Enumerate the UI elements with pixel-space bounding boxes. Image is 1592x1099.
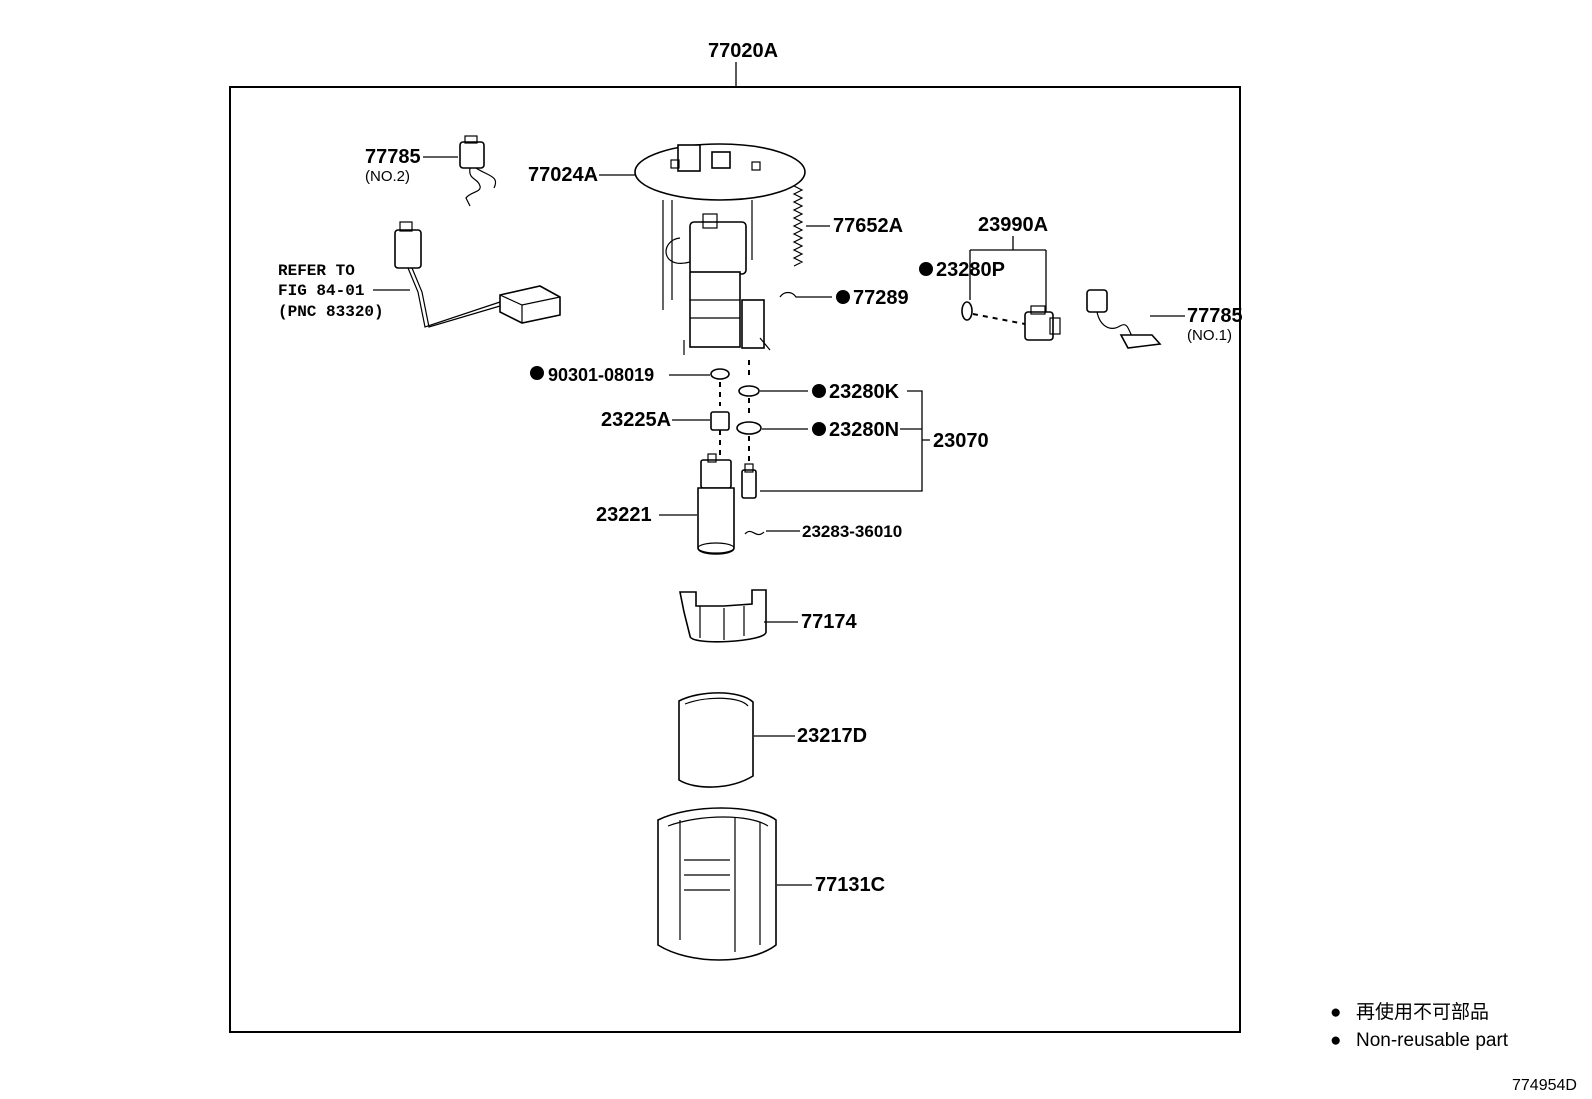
filter-23070-part — [741, 463, 757, 499]
label-77024A: 77024A — [528, 164, 598, 186]
connector-77785-no2-part — [459, 135, 497, 207]
label-77131C: 77131C — [815, 874, 885, 896]
label-23217D: 23217D — [797, 725, 867, 747]
wire-23283-part — [744, 530, 765, 536]
non-reusable-marker-icon — [919, 262, 933, 276]
fuel-pump-23221-part — [697, 453, 735, 555]
non-reusable-marker-icon — [812, 422, 826, 436]
non-reusable-marker-icon — [530, 366, 544, 380]
label-77785-no1: 77785 — [1187, 305, 1243, 327]
non-reusable-marker-icon — [812, 384, 826, 398]
o-ring-90301-part — [710, 368, 730, 380]
bracket-23990A — [969, 236, 1047, 312]
bracket-23070 — [760, 390, 930, 492]
filter-23217D-part — [678, 692, 754, 788]
connector-77785-no1-part — [1086, 289, 1162, 349]
o-ring-23280K-part — [738, 385, 760, 397]
label-23070: 23070 — [933, 430, 989, 452]
label-77785-no2: 77785 — [365, 146, 421, 168]
label-77174: 77174 — [801, 611, 857, 633]
fuel-sender-gauge-part — [394, 221, 561, 328]
label-23280P: 23280P — [936, 259, 1005, 281]
fuel-pump-module-part — [634, 143, 806, 355]
refer-line1: REFER TO — [278, 262, 355, 280]
label-77785-no2-note: (NO.2) — [365, 168, 410, 185]
spring-77652A-part — [792, 185, 804, 267]
bracket-77174-part — [679, 589, 767, 643]
label-23225A: 23225A — [601, 409, 671, 431]
o-ring-23280P-part — [961, 301, 1026, 325]
label-90301: 90301-08019 — [548, 365, 654, 385]
label-23280N: 23280N — [829, 419, 899, 441]
label-23280K: 23280K — [829, 381, 900, 403]
label-77785-no1-note: (NO.1) — [1187, 327, 1232, 344]
legend-text-en: Non-reusable part — [1356, 1030, 1509, 1051]
label-23990A: 23990A — [978, 214, 1048, 236]
cushion-23225A-part — [710, 411, 730, 431]
assembly-label: 77020A — [708, 40, 778, 62]
o-ring-23280N-part — [736, 421, 762, 435]
label-77652A: 77652A — [833, 215, 903, 237]
label-77289: 77289 — [853, 287, 909, 309]
legend-bullet-en: ● — [1330, 1030, 1341, 1051]
non-reusable-marker-icon — [836, 290, 850, 304]
refer-line3: (PNC 83320) — [278, 303, 384, 321]
legend-text-ja: 再使用不可部品 — [1356, 1001, 1489, 1023]
refer-line2: FIG 84-01 — [278, 282, 364, 300]
figure-id: 774954D — [1512, 1077, 1577, 1094]
legend-bullet-ja: ● — [1330, 1002, 1341, 1023]
label-23283: 23283-36010 — [802, 522, 902, 541]
pressure-regulator-23990A-part — [1024, 305, 1061, 341]
clip-77289-part — [779, 291, 808, 298]
assembly-frame — [229, 86, 1241, 1033]
label-23221: 23221 — [596, 504, 652, 526]
sub-tank-77131C-part — [657, 807, 777, 961]
